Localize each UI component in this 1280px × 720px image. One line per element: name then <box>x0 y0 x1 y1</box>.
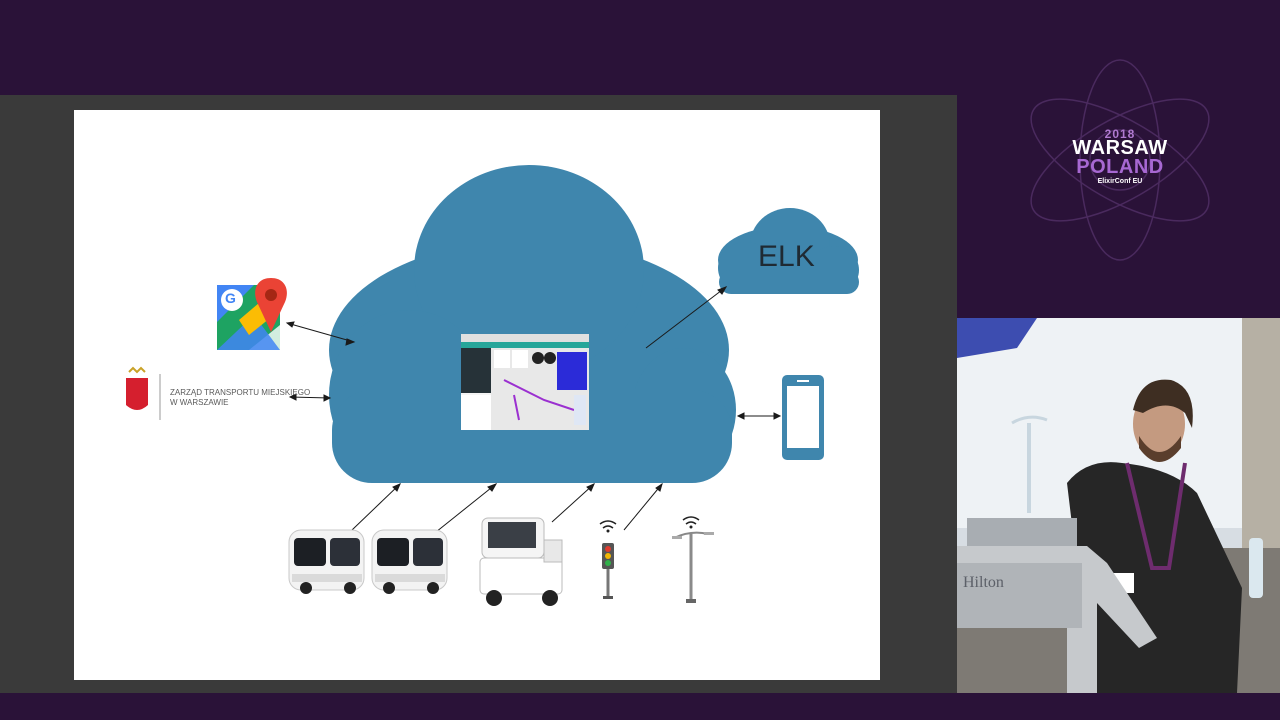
top-band <box>0 0 1280 95</box>
autonomous-shuttle-1-icon <box>288 529 365 594</box>
podium-brand-label: Hilton <box>963 574 1004 591</box>
street-lamp-icon <box>672 516 714 603</box>
ztm-name-line2: W WARSZAWIE <box>170 398 229 407</box>
speaker-video: Hilton <box>957 318 1280 693</box>
ztm-name-line1: ZARZĄD TRANSPORTU MIEJSKIEGO <box>170 388 311 397</box>
conference-year: 2018 <box>1104 127 1136 141</box>
google-maps-letter: G <box>225 290 236 306</box>
elk-label: ELK <box>758 240 815 273</box>
presentation-slide: ELK ZARZĄD TRANSPORTU MIEJSKIEGO W WARSZ… <box>74 110 880 680</box>
conference-country: POLAND <box>1076 156 1164 178</box>
autonomous-shuttle-2-icon <box>371 529 448 594</box>
elk-cloud <box>718 208 859 294</box>
traffic-light-icon <box>599 520 617 599</box>
dashboard-screenshot <box>461 334 589 430</box>
bottom-band <box>0 693 1280 720</box>
connector-arrows <box>285 286 782 533</box>
speaker-video-scene <box>957 318 1280 693</box>
conference-event-name: ElixirConf EU <box>1097 178 1143 185</box>
tow-tractor-icon <box>479 517 563 606</box>
architecture-diagram <box>122 165 859 606</box>
smartphone-icon <box>782 375 824 460</box>
ztm-logo <box>122 366 161 420</box>
conference-logo: 2018 WARSAW POLAND ElixirConf EU <box>1020 45 1220 275</box>
conference-logo-ornament <box>1030 59 1210 261</box>
conference-city: WARSAW <box>1072 137 1168 159</box>
main-cloud <box>329 165 736 483</box>
google-maps-icon <box>217 278 287 350</box>
